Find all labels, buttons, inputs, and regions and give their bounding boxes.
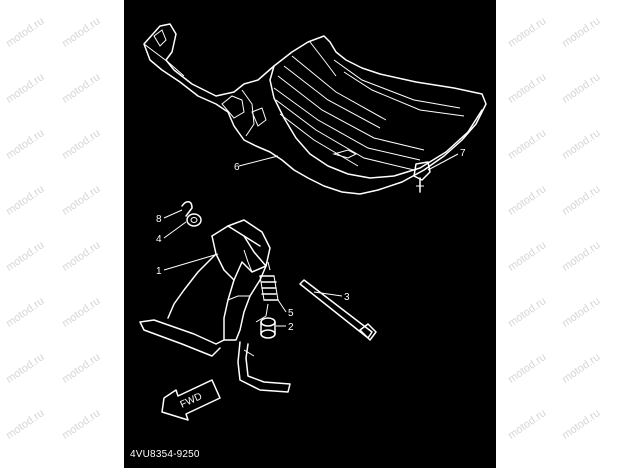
watermark-text: motod.ru <box>4 351 47 386</box>
watermark-text: motod.ru <box>560 15 603 50</box>
under-cover-part <box>143 23 487 195</box>
watermark-text: motod.ru <box>506 127 549 162</box>
watermark-text: motod.ru <box>560 71 603 106</box>
watermark-text: motod.ru <box>560 183 603 218</box>
watermark-text: motod.ru <box>60 239 103 274</box>
watermark-text: motod.ru <box>4 15 47 50</box>
watermark-text: motod.ru <box>506 295 549 330</box>
callout-4: 4 <box>156 234 162 245</box>
collar-part <box>260 317 276 339</box>
main-stand-part <box>139 219 291 393</box>
watermark-text: motod.ru <box>4 71 47 106</box>
watermark-text: motod.ru <box>60 407 103 442</box>
watermark-text: motod.ru <box>60 127 103 162</box>
watermark-text: motod.ru <box>60 183 103 218</box>
watermark-text: motod.ru <box>60 295 103 330</box>
leader-lines <box>163 153 459 327</box>
watermark-text: motod.ru <box>60 71 103 106</box>
shaft-part <box>243 279 377 357</box>
part-code: 4VU8354-9250 <box>130 449 200 460</box>
watermark-text: motod.ru <box>560 351 603 386</box>
callout-1: 1 <box>156 266 162 277</box>
watermark-text: motod.ru <box>60 15 103 50</box>
callout-7: 7 <box>460 148 466 159</box>
callout-6: 6 <box>234 162 240 173</box>
watermark-text: motod.ru <box>506 71 549 106</box>
watermark-text: motod.ru <box>4 239 47 274</box>
watermark-text: motod.ru <box>4 183 47 218</box>
cotter-pin-part <box>181 201 193 217</box>
watermark-text: motod.ru <box>4 407 47 442</box>
parts-diagram-panel: FWD 6 7 8 4 1 3 5 2 4VU8354-9250 <box>124 0 496 468</box>
watermark-text: motod.ru <box>506 239 549 274</box>
callout-numbers: 6 7 8 4 1 3 5 2 <box>156 148 466 333</box>
spring-part <box>255 261 279 323</box>
callout-5: 5 <box>288 308 294 319</box>
forward-direction-arrow: FWD <box>161 379 221 421</box>
callout-2: 2 <box>288 322 294 333</box>
callout-3: 3 <box>344 292 350 303</box>
watermark-text: motod.ru <box>560 127 603 162</box>
watermark-text: motod.ru <box>506 407 549 442</box>
watermark-text: motod.ru <box>560 407 603 442</box>
bolt-part <box>413 161 431 193</box>
watermark-text: motod.ru <box>60 351 103 386</box>
watermark-text: motod.ru <box>560 295 603 330</box>
watermark-text: motod.ru <box>506 183 549 218</box>
watermark-text: motod.ru <box>4 127 47 162</box>
watermark-text: motod.ru <box>4 295 47 330</box>
exploded-view-drawing: FWD 6 7 8 4 1 3 5 2 <box>139 23 487 421</box>
washer-part <box>186 213 202 227</box>
watermark-text: motod.ru <box>560 239 603 274</box>
watermark-text: motod.ru <box>506 15 549 50</box>
watermark-text: motod.ru <box>506 351 549 386</box>
callout-8: 8 <box>156 214 162 225</box>
